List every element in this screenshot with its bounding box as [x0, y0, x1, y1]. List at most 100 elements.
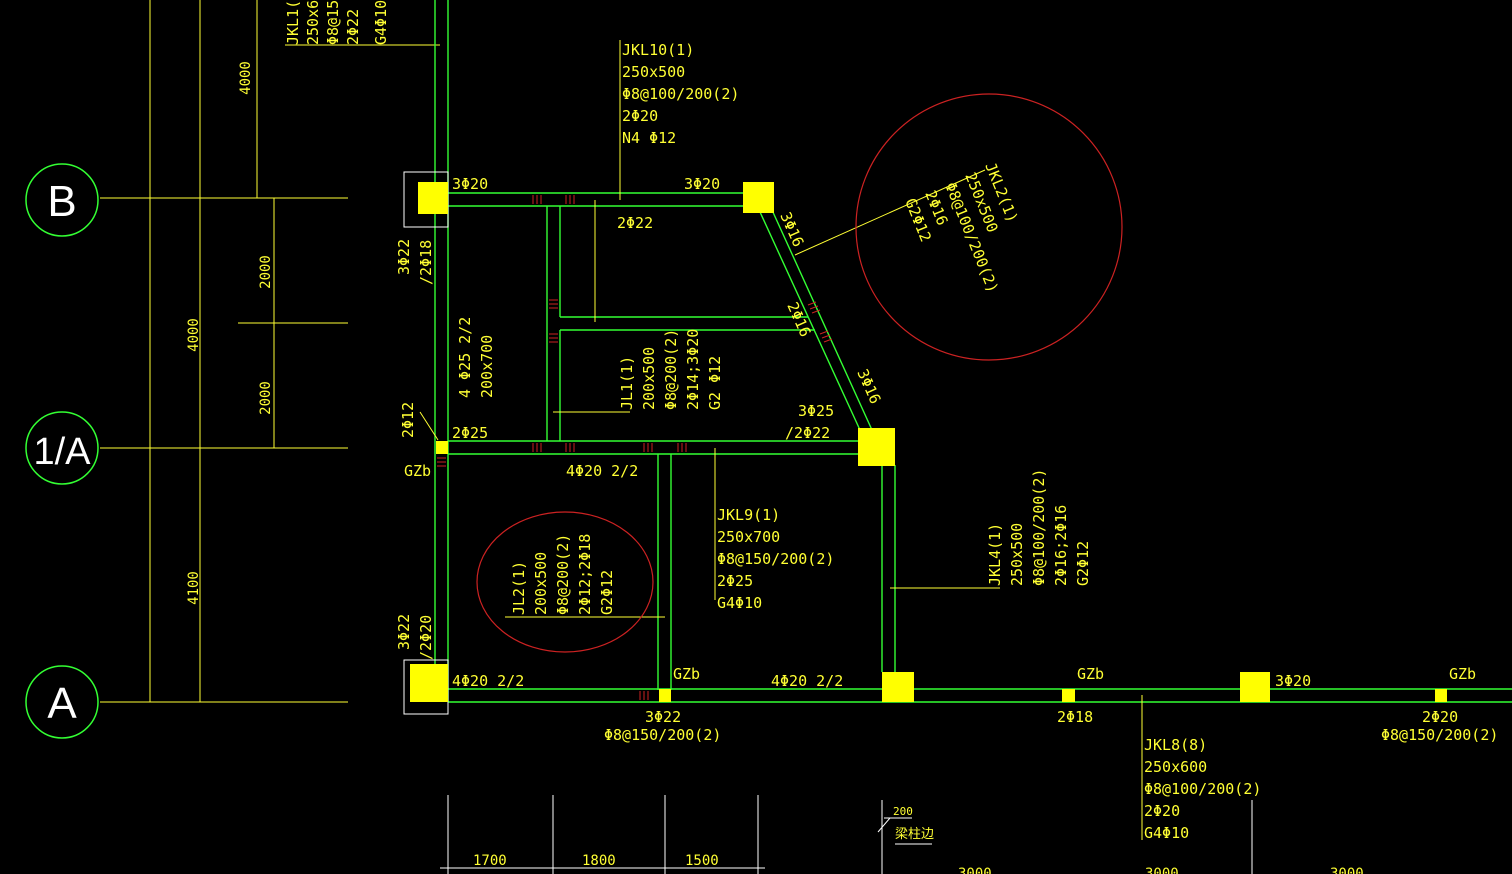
- dim-text: 3000: [958, 866, 992, 874]
- column-GZb[interactable]: [1062, 689, 1075, 702]
- column-KZ[interactable]: [1240, 672, 1270, 702]
- left-dimension-lines: [149, 0, 440, 702]
- beam-note-jl2[interactable]: JL2(1) 200x500 Φ8@200(2) 2Φ12;2Φ18 G2Φ12: [510, 534, 616, 615]
- beam-note-jkl8[interactable]: JKL8(8) 250x600 Φ8@100/200(2) 2Φ20 G4Φ10: [1144, 736, 1261, 842]
- column-GZb[interactable]: [436, 441, 448, 454]
- rebar-label[interactable]: Φ8@150/200(2): [604, 726, 721, 744]
- rebar-label[interactable]: 2Φ22: [617, 214, 653, 232]
- rebar-label[interactable]: GZb: [673, 665, 700, 683]
- note-line: 2Φ22: [344, 9, 362, 45]
- rebar-label[interactable]: GZb: [404, 462, 431, 480]
- rebar-label[interactable]: 3Φ22: [395, 614, 413, 650]
- note-line: JKL10(1): [622, 41, 694, 59]
- rebar-label[interactable]: 3Φ20: [684, 175, 720, 193]
- note-line: Φ8@200(2): [554, 534, 572, 615]
- left-extension-lines: [100, 197, 348, 703]
- grid-axis-B[interactable]: B: [25, 163, 99, 237]
- note-line: JKL9(1): [717, 506, 780, 524]
- rebar-label[interactable]: GZb: [1449, 665, 1476, 683]
- grid-axis-label: A: [47, 679, 77, 728]
- rebar-label[interactable]: 3Φ22: [645, 708, 681, 726]
- grid-axis-label: 1/A: [33, 431, 91, 473]
- revision-cloud: [855, 93, 1123, 361]
- note-line: 2Φ12;2Φ18: [576, 534, 594, 615]
- note-line: Φ8@100/200(2): [1030, 469, 1048, 586]
- note-200: 200: [893, 805, 913, 818]
- rebar-label[interactable]: /2Φ22: [785, 424, 830, 442]
- column-KZ[interactable]: [882, 672, 914, 702]
- column-KZ[interactable]: [410, 664, 448, 702]
- column-GZb[interactable]: [1435, 689, 1447, 702]
- beam-note-jkl10[interactable]: JKL10(1) 250x500 Φ8@100/200(2) 2Φ20 N4 Φ…: [622, 41, 739, 147]
- rebar-label[interactable]: 4Φ20 2/2: [566, 462, 638, 480]
- rebar-label[interactable]: 2Φ12: [399, 402, 417, 438]
- note-line: Φ8@100/200(2): [622, 85, 739, 103]
- dim-text: 1500: [685, 853, 719, 869]
- rebar-label[interactable]: 200x700: [478, 335, 496, 398]
- dim-text: 2000: [258, 255, 274, 289]
- note-line: G2Φ12: [1074, 541, 1092, 586]
- beam-note-jkl9[interactable]: JKL9(1) 250x700 Φ8@150/200(2) 2Φ25 G4Φ10: [717, 506, 834, 612]
- dim-text: 2000: [258, 381, 274, 415]
- column-KZ[interactable]: [858, 428, 895, 466]
- note-line: 250x500: [1008, 523, 1026, 586]
- rebar-label[interactable]: 3Φ20: [452, 175, 488, 193]
- leader-lines: [419, 40, 1143, 840]
- note-line: JKL4(1): [986, 523, 1004, 586]
- beam-note-jkl4[interactable]: JKL4(1) 250x500 Φ8@100/200(2) 2Φ16;2Φ16 …: [986, 469, 1092, 586]
- rebar-label[interactable]: Φ8@150/200(2): [1381, 726, 1498, 744]
- note-line: 2Φ16;2Φ16: [1052, 505, 1070, 586]
- column-GZb[interactable]: [659, 689, 671, 702]
- column-KZ[interactable]: [743, 182, 774, 213]
- note-line: Φ8@150/200(2): [717, 550, 834, 568]
- rebar-label[interactable]: 4Φ20 2/2: [452, 672, 524, 690]
- note-line: JKL1(4: [284, 0, 302, 45]
- note-line: Φ8@15: [324, 0, 342, 45]
- columns: [410, 182, 1447, 702]
- note-line: N4 Φ12: [622, 129, 676, 147]
- bottom-dimension-lines: [440, 795, 1253, 874]
- rebar-label[interactable]: 4 Φ25 2/2: [456, 317, 474, 398]
- rebar-label[interactable]: 2Φ18: [1057, 708, 1093, 726]
- dim-text: 1800: [582, 853, 616, 869]
- dim-text: 3000: [1145, 866, 1179, 874]
- note-line: G4Φ10: [717, 594, 762, 612]
- note-line: G2 Φ12: [706, 356, 724, 410]
- note-beam-column-edge-label: 梁柱边: [895, 827, 934, 842]
- grid-axis-label: B: [47, 177, 76, 226]
- rebar-label[interactable]: 3Φ25: [798, 402, 834, 420]
- dim-text: 4100: [186, 571, 202, 605]
- note-line: JKL8(8): [1144, 736, 1207, 754]
- note-line: 250x60: [304, 0, 322, 45]
- beam-note-jl1[interactable]: JL1(1) 200x500 Φ8@200(2) 2Φ14;3Φ20 G2 Φ1…: [618, 329, 724, 410]
- note-beam-column-edge[interactable]: 200 梁柱边: [893, 805, 934, 842]
- dim-text: 3000: [1330, 866, 1364, 874]
- grid-axis-1A[interactable]: 1/A: [25, 411, 99, 485]
- note-line: Φ8@100/200(2): [1144, 780, 1261, 798]
- rebar-label[interactable]: 2Φ25: [452, 424, 488, 442]
- note-line: JL2(1): [510, 561, 528, 615]
- rebar-label[interactable]: /2Φ20: [417, 615, 435, 660]
- note-line: 200x500: [532, 552, 550, 615]
- note-line: 200x500: [640, 347, 658, 410]
- rebar-label[interactable]: 2Φ20: [1422, 708, 1458, 726]
- grid-axis-A[interactable]: A: [25, 665, 99, 739]
- column-KZ[interactable]: [418, 182, 448, 214]
- beam-note-jkl1[interactable]: JKL1(4 250x60 Φ8@15 2Φ22 G4Φ10: [284, 0, 390, 45]
- note-line: G4Φ10: [1144, 824, 1189, 842]
- beam-lines: [434, 0, 1512, 703]
- rebar-label[interactable]: GZb: [1077, 665, 1104, 683]
- rebar-label[interactable]: 3Φ20: [1275, 672, 1311, 690]
- note-line: 2Φ20: [1144, 802, 1180, 820]
- note-line: 2Φ14;3Φ20: [684, 329, 702, 410]
- note-line: 250x600: [1144, 758, 1207, 776]
- rebar-label[interactable]: /2Φ18: [417, 240, 435, 285]
- rebar-label[interactable]: 3Φ22: [395, 239, 413, 275]
- rebar-label[interactable]: 2Φ16: [783, 299, 814, 339]
- rebar-label[interactable]: 4Φ20 2/2: [771, 672, 843, 690]
- note-line: 250x500: [622, 63, 685, 81]
- note-line: JL1(1): [618, 356, 636, 410]
- dim-text: 4000: [186, 318, 202, 352]
